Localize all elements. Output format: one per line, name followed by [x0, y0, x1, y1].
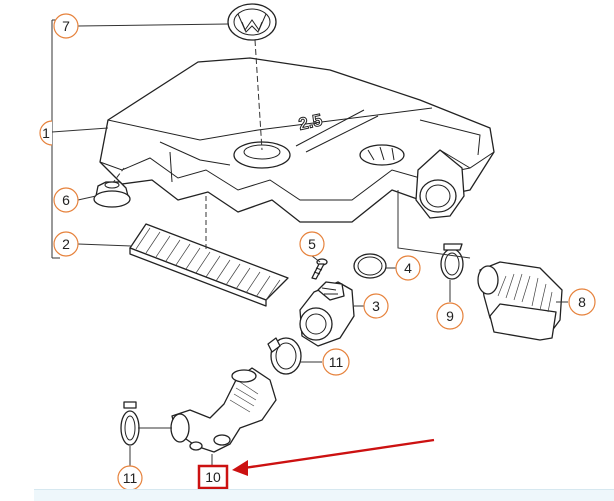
callout-5-label: 5 [308, 236, 316, 252]
leader-1 [51, 127, 109, 133]
leader-5 [311, 255, 321, 263]
callout-5[interactable]: 5 [299, 231, 325, 257]
emblem-dash-line [254, 39, 263, 151]
callout-2[interactable]: 2 [53, 231, 79, 257]
engine-cover[interactable]: 2.5 [99, 57, 495, 223]
cover-elbow-connector[interactable] [415, 149, 465, 219]
intake-hose[interactable] [170, 367, 277, 453]
callout-1-label: 1 [42, 125, 50, 141]
callout-11-middle-label: 11 [329, 354, 344, 370]
callout-6-label: 6 [62, 192, 70, 208]
callout-10-label: 10 [205, 469, 221, 485]
mounting-screw[interactable] [311, 258, 328, 280]
hose-clamp-upper[interactable] [440, 243, 464, 280]
callout-2-label: 2 [62, 236, 70, 252]
assembly-bracket [51, 19, 60, 259]
callout-4-label: 4 [404, 260, 412, 276]
callout-10-highlight-box [197, 464, 229, 490]
footer-strip [34, 489, 614, 501]
air-mass-meter[interactable] [299, 281, 355, 347]
air-filter-element[interactable] [129, 223, 289, 307]
callout-10[interactable]: 10 [197, 464, 229, 490]
o-ring-seal[interactable] [353, 253, 387, 279]
red-annotation-arrow [232, 438, 435, 476]
seal-dash-line [111, 167, 125, 185]
callout-9-label: 9 [446, 308, 454, 324]
callout-1[interactable]: 1 [39, 120, 53, 146]
callout-11-middle[interactable]: 11 [322, 348, 350, 376]
callout-3[interactable]: 3 [363, 293, 389, 319]
callout-7-label: 7 [62, 18, 70, 34]
intake-air-duct[interactable] [477, 261, 563, 341]
hose-clamp-lower[interactable] [120, 401, 140, 446]
cover-hose-line [397, 190, 471, 259]
callout-3-label: 3 [372, 298, 380, 314]
leader-6 [77, 195, 97, 201]
callout-7[interactable]: 7 [53, 13, 79, 39]
hose-clamp-middle[interactable] [267, 337, 302, 375]
rubber-grommet[interactable] [93, 181, 131, 208]
callout-4[interactable]: 4 [395, 255, 421, 281]
callout-11-lower[interactable]: 11 [117, 465, 143, 491]
cover-engine-marking: 2.5 [297, 110, 324, 133]
leader-2 [77, 243, 133, 247]
callout-8-label: 8 [578, 294, 586, 310]
callout-6[interactable]: 6 [53, 187, 79, 213]
callout-8[interactable]: 8 [568, 288, 596, 316]
callout-11-lower-label: 11 [123, 470, 138, 486]
vw-emblem[interactable] [227, 3, 277, 41]
callout-9[interactable]: 9 [436, 302, 464, 330]
leader-7 [77, 23, 229, 27]
